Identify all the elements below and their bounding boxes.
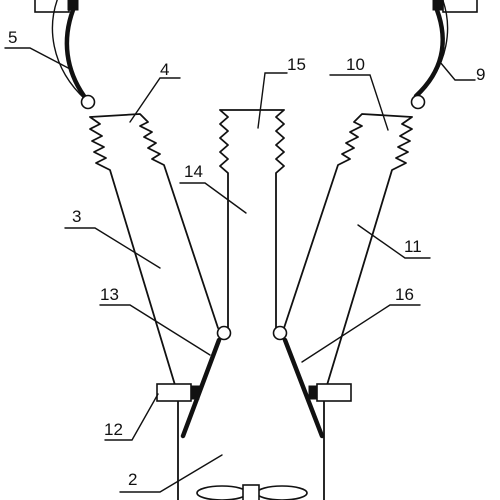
- top-left-block: [34, 0, 70, 13]
- left-clamp-block: [156, 383, 192, 402]
- left-arc-thick-segment: [64, 7, 87, 99]
- leader-9: [439, 61, 476, 81]
- right-clamp-block: [316, 383, 352, 402]
- label-2: 2: [128, 470, 137, 489]
- top-arc: [51, 0, 449, 101]
- left-arm-body: [89, 113, 219, 396]
- right-funnel-plate: [282, 337, 325, 439]
- left-funnel-plate: [180, 337, 222, 439]
- left-arc-hinge: [80, 94, 96, 110]
- leader-4: [129, 77, 181, 123]
- top-right-block: [442, 0, 478, 13]
- label-15: 15: [287, 55, 306, 74]
- label-3: 3: [72, 207, 81, 226]
- right-arm-body: [283, 113, 413, 396]
- right-clamp-connector: [308, 385, 318, 400]
- label-9: 9: [476, 65, 485, 84]
- leader-12: [104, 393, 159, 441]
- label-14: 14: [184, 162, 203, 181]
- leader-15: [257, 72, 288, 129]
- leader-2: [119, 454, 223, 493]
- right-arc-thick-segment: [413, 7, 445, 99]
- label-5: 5: [8, 28, 17, 47]
- leader-5: [4, 47, 73, 71]
- label-12: 12: [104, 420, 123, 439]
- left-pivot: [216, 325, 232, 341]
- center-column: [219, 109, 285, 329]
- leader-16: [301, 304, 421, 363]
- leader-13: [99, 304, 211, 356]
- leader-3: [64, 227, 161, 269]
- fan-hub: [242, 484, 260, 500]
- right-pivot: [272, 325, 288, 341]
- label-16: 16: [395, 285, 414, 304]
- right-arc-hinge: [410, 94, 426, 110]
- leader-14: [179, 182, 247, 214]
- fan-blade-right: [256, 485, 308, 500]
- label-13: 13: [100, 285, 119, 304]
- leader-11: [357, 224, 431, 259]
- label-4: 4: [160, 60, 169, 79]
- label-11: 11: [404, 237, 422, 256]
- label-10: 10: [346, 55, 365, 74]
- left-clamp-connector: [190, 385, 200, 400]
- fan-blade-left: [196, 485, 248, 500]
- leader-10: [329, 74, 389, 131]
